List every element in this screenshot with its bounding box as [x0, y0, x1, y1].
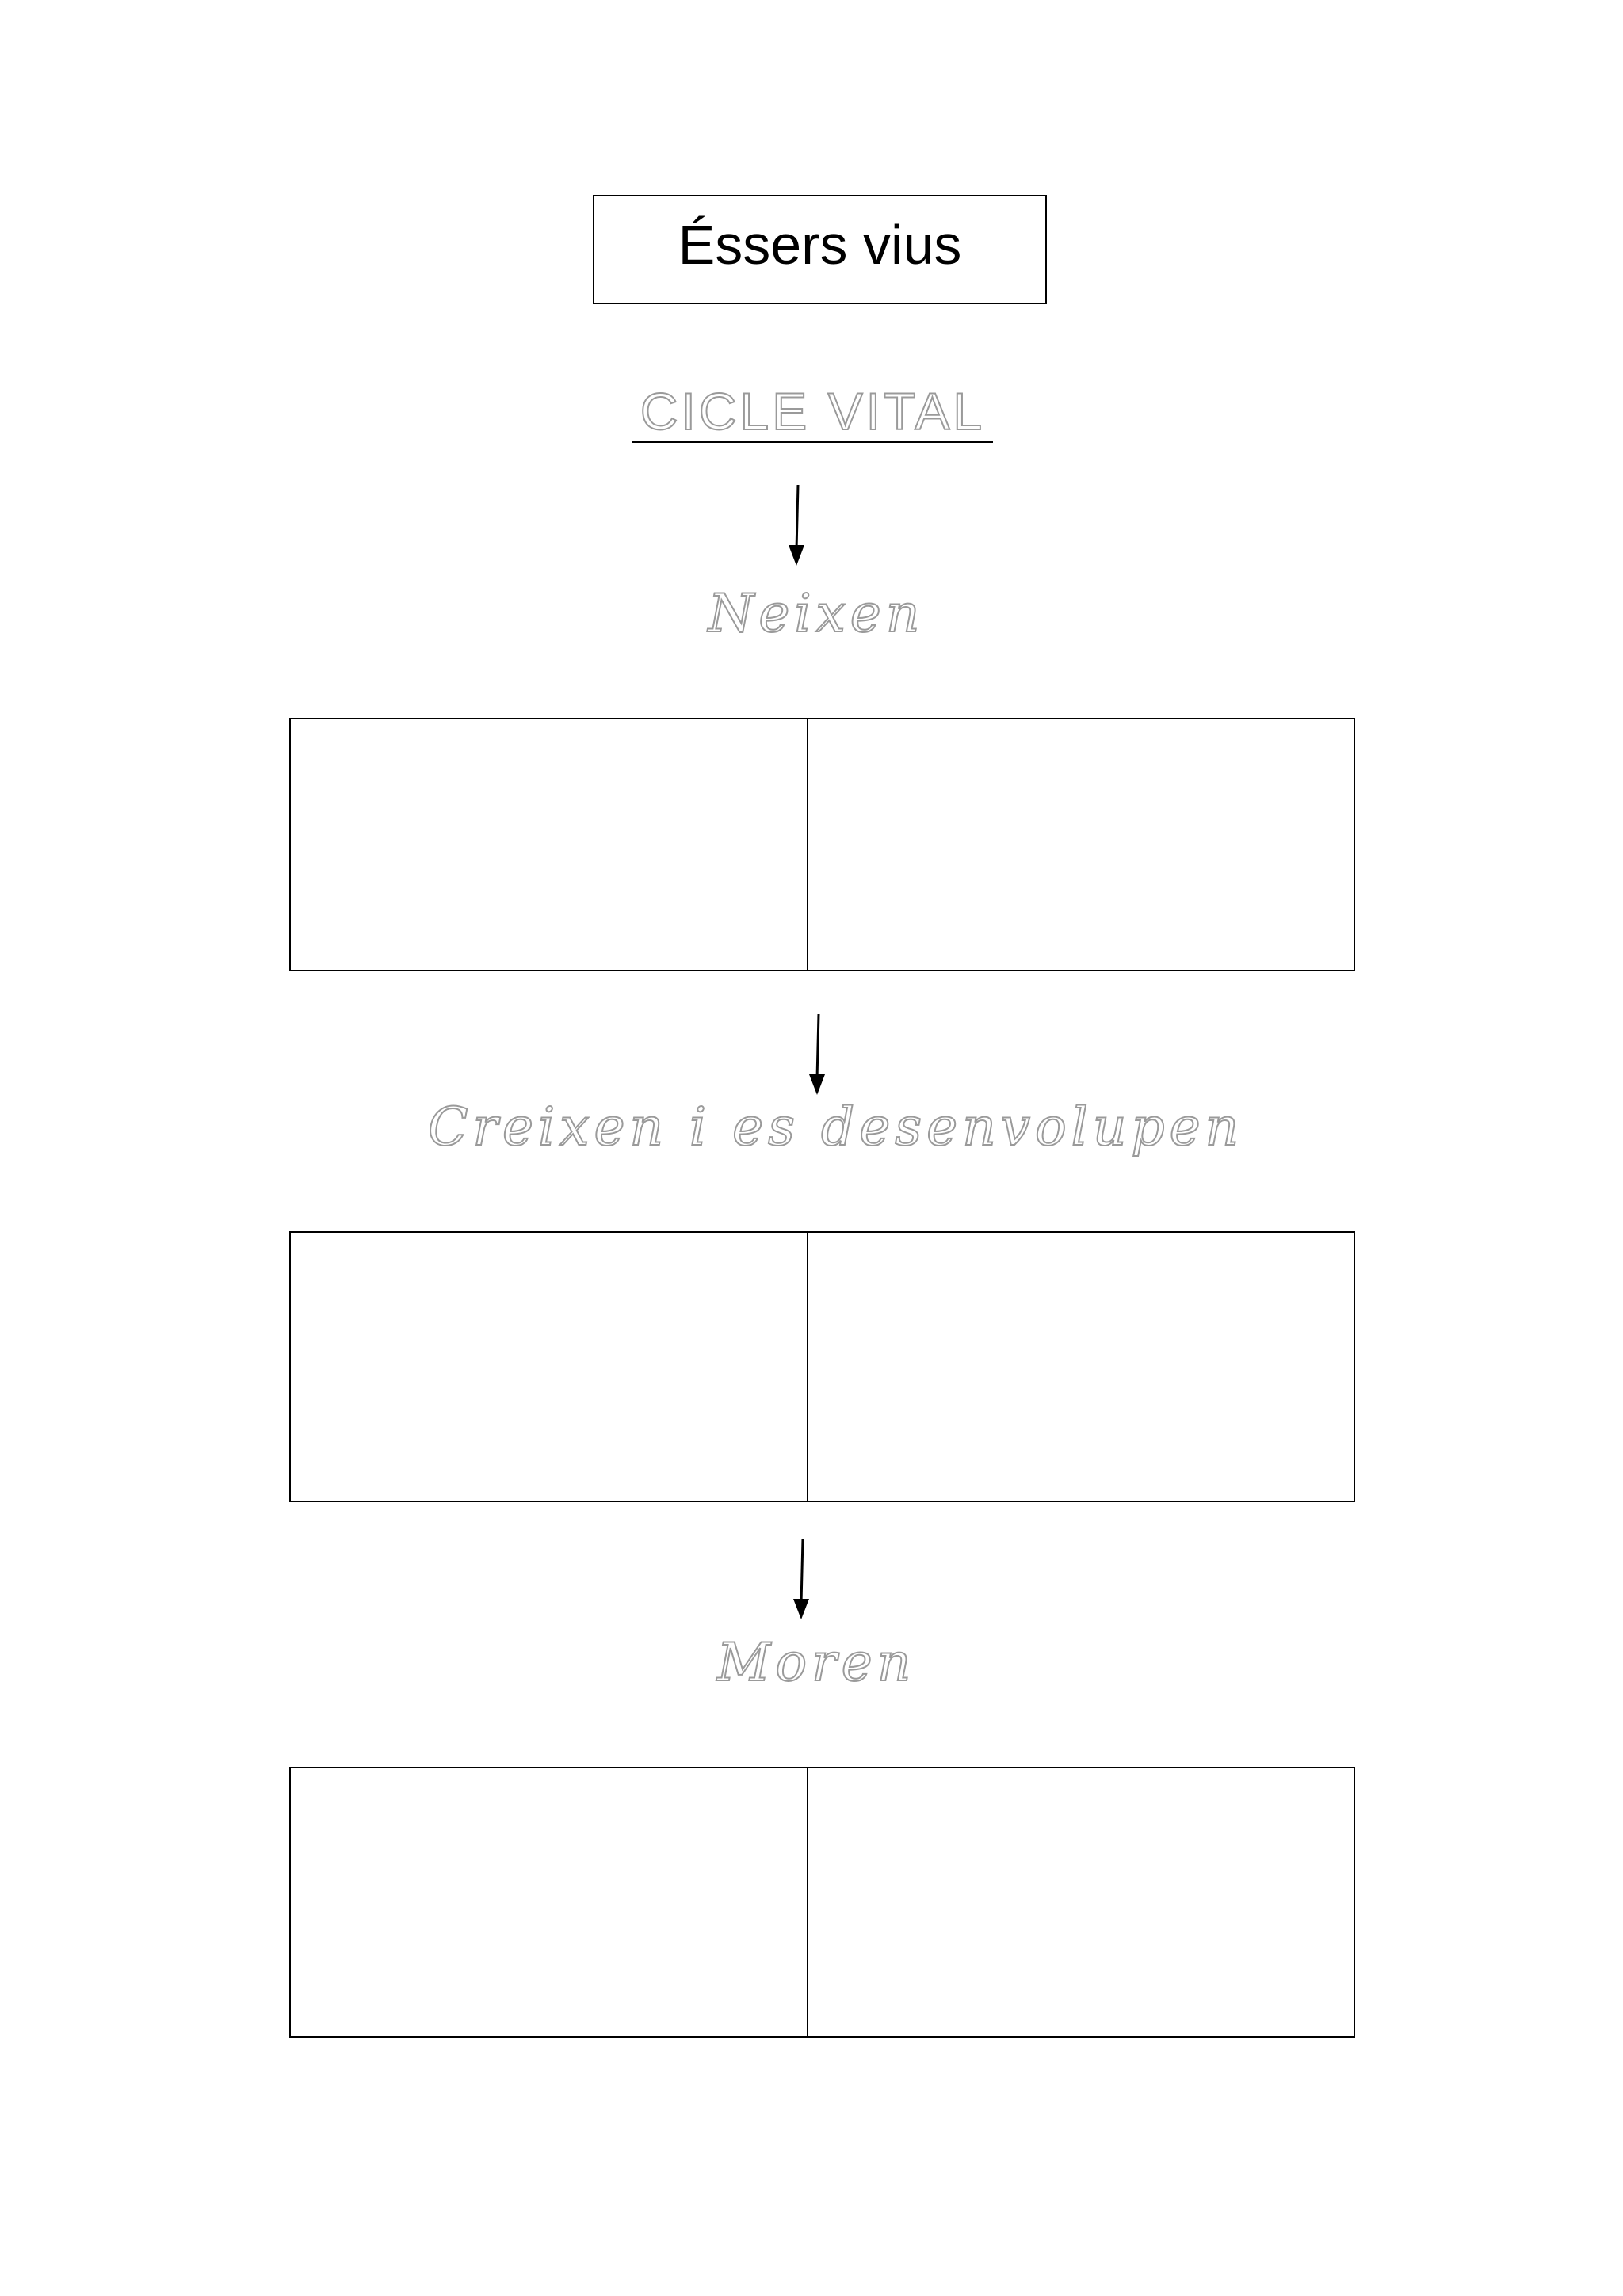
cicle-vital-heading: CICLE VITAL: [640, 382, 986, 441]
page-title: Éssers vius: [678, 214, 962, 276]
answer-table-creixen: [289, 1231, 1355, 1502]
arrow-down-icon: [793, 1538, 809, 1619]
heading-underline: [632, 441, 993, 443]
stage-label-creixen: Creixen i es desenvolupen: [427, 1097, 1244, 1158]
arrow-down-icon: [789, 484, 804, 566]
answer-cell-left[interactable]: [291, 719, 808, 970]
stage-label-moren: Moren: [716, 1632, 916, 1693]
answer-table-neixen: [289, 718, 1355, 971]
answer-cell-right[interactable]: [808, 1768, 1354, 2036]
answer-cell-left[interactable]: [291, 1233, 808, 1501]
answer-cell-left[interactable]: [291, 1768, 808, 2036]
answer-cell-right[interactable]: [808, 719, 1354, 970]
stage-label-neixen: Neixen: [708, 583, 925, 644]
answer-table-moren: [289, 1767, 1355, 2038]
arrow-down-icon: [809, 1013, 825, 1095]
title-box: Éssers vius: [593, 195, 1047, 304]
answer-cell-right[interactable]: [808, 1233, 1354, 1501]
